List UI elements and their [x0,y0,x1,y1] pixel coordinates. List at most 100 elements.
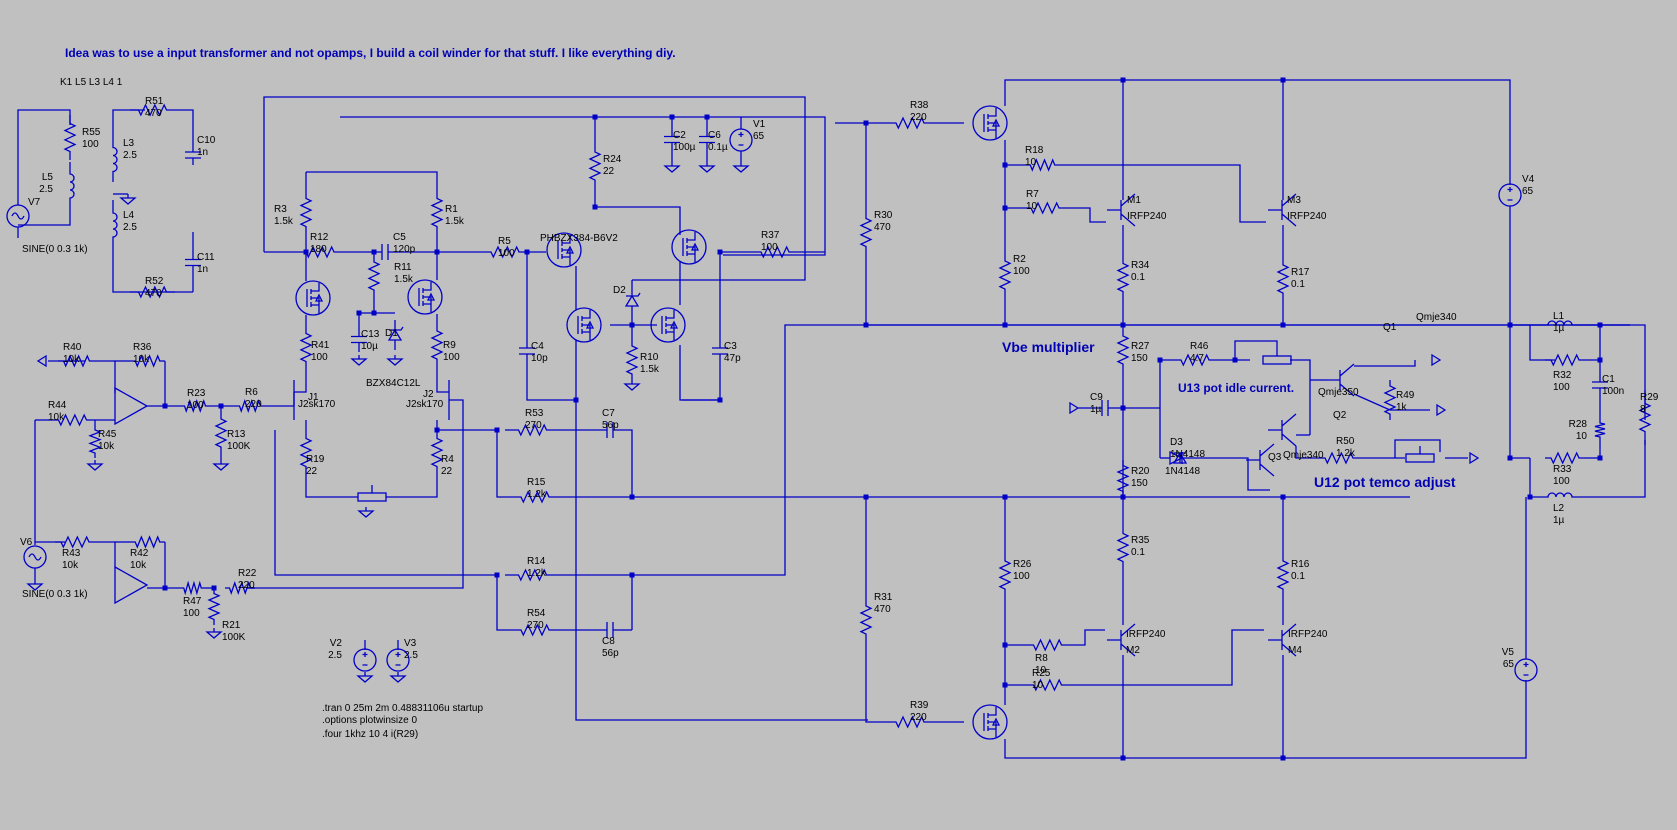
u-out-fet-top-mosfet[interactable] [972,105,1008,141]
r8-resistor[interactable] [1025,638,1070,652]
r25-resistor[interactable] [1025,678,1070,692]
r39-resistor[interactable] [885,715,935,729]
r4-resistor[interactable] [430,430,444,475]
v6-source[interactable] [23,545,47,569]
l2-inductor[interactable] [1530,492,1590,498]
v5-source[interactable] [1514,658,1538,682]
v2-source[interactable] [353,648,377,672]
r33-resistor[interactable] [1545,451,1585,465]
l1-inductor[interactable] [1530,320,1590,326]
u-opamp-1[interactable] [114,386,149,426]
r30-resistor[interactable] [859,210,873,255]
wire-layer[interactable] [17,79,1646,759]
u13-pot[interactable] [1262,348,1292,365]
m1-mosfet-transistor[interactable] [1107,193,1136,227]
r10-resistor[interactable] [625,340,639,380]
u-opamp-2[interactable] [114,565,149,605]
r12-resistor[interactable] [295,245,345,259]
r20-resistor[interactable] [1116,460,1130,497]
r7-resistor[interactable] [1025,201,1065,215]
u-left-fet-a-mosfet[interactable] [295,280,331,316]
r45-resistor[interactable] [88,425,102,458]
r55-resistor[interactable] [63,115,77,160]
r11-resistor[interactable] [367,252,381,300]
r38-resistor[interactable] [885,116,935,130]
r44-resistor[interactable] [50,413,95,427]
c2-capacitor[interactable] [664,117,680,162]
q2-transistor-transistor[interactable] [1268,413,1297,447]
r36-resistor[interactable] [130,354,165,368]
r24-resistor[interactable] [588,140,602,192]
u-driver-fet-a-mosfet[interactable] [546,232,582,268]
r28-resistor[interactable] [1594,420,1606,440]
r37-resistor[interactable] [750,245,800,259]
r1-resistor[interactable] [430,185,444,240]
r2-resistor[interactable] [998,250,1012,300]
r21-resistor[interactable] [207,588,221,625]
r18-resistor[interactable] [1025,158,1060,172]
r31-resistor[interactable] [859,590,873,650]
r16-resistor[interactable] [1276,550,1290,600]
r50-resistor[interactable] [1310,451,1368,465]
l4-inductor[interactable] [112,200,118,250]
v1-source[interactable] [729,128,753,152]
m3-mosfet-transistor[interactable] [1268,193,1297,227]
r29-resistor[interactable] [1638,390,1652,445]
r35-resistor[interactable] [1116,525,1130,570]
v4-source[interactable] [1498,183,1522,207]
l3-inductor[interactable] [112,137,118,182]
u12-pot[interactable] [1405,446,1435,463]
r13-resistor[interactable] [214,406,228,460]
r46-resistor[interactable] [1175,353,1215,367]
c4-capacitor[interactable] [519,340,535,362]
r22-resistor[interactable] [225,581,255,595]
m2-mosfet-transistor[interactable] [1107,623,1136,657]
m4-mosfet-transistor[interactable] [1268,623,1297,657]
r19-resistor[interactable] [299,430,313,475]
u-out-fet-bot-mosfet[interactable] [972,704,1008,740]
q1-transistor-transistor[interactable] [1326,363,1355,397]
r26-resistor[interactable] [998,550,1012,600]
r6-resistor[interactable] [235,399,265,413]
u-bias-pot[interactable] [357,485,387,502]
c8-capacitor[interactable] [600,622,620,638]
r15-resistor[interactable] [510,490,560,504]
r23-resistor[interactable] [180,399,210,413]
r32-resistor[interactable] [1545,353,1585,367]
v3-source[interactable] [386,648,410,672]
c1-capacitor[interactable] [1592,375,1608,395]
r54-resistor[interactable] [510,623,560,637]
r17-resistor[interactable] [1276,258,1290,300]
r27-resistor[interactable] [1116,325,1130,375]
c13-capacitor[interactable] [351,327,367,352]
r5-resistor[interactable] [485,245,525,259]
l5-inductor[interactable] [69,162,75,210]
r47-resistor[interactable] [180,580,205,596]
c9-capacitor[interactable] [1095,400,1115,416]
r14-resistor[interactable] [505,568,560,582]
u-driver-fet-c-mosfet[interactable] [566,307,602,343]
r34-resistor[interactable] [1116,255,1130,300]
r3-resistor[interactable] [299,185,313,240]
c10-capacitor[interactable] [185,145,201,165]
q3-transistor-transistor[interactable] [1246,443,1275,477]
symbol-layer[interactable] [6,103,1652,740]
r53-resistor[interactable] [505,423,560,437]
r51-resistor[interactable] [130,103,175,117]
c3-capacitor[interactable] [712,340,728,362]
r52-resistor[interactable] [130,285,175,299]
u-driver-fet-d-mosfet[interactable] [650,307,686,343]
r43-resistor[interactable] [55,535,95,549]
c7-capacitor[interactable] [600,422,620,438]
r49-resistor[interactable] [1383,380,1397,420]
u-left-fet-b-mosfet[interactable] [407,279,443,315]
r42-resistor[interactable] [130,535,165,549]
d1-zener[interactable] [387,320,404,350]
c6-capacitor[interactable] [699,117,715,162]
r9-resistor[interactable] [430,320,444,370]
c5-capacitor[interactable] [375,244,395,260]
d2-zener[interactable] [624,290,641,312]
u-driver-fet-b-mosfet[interactable] [671,229,707,265]
v7-source[interactable] [6,204,30,228]
